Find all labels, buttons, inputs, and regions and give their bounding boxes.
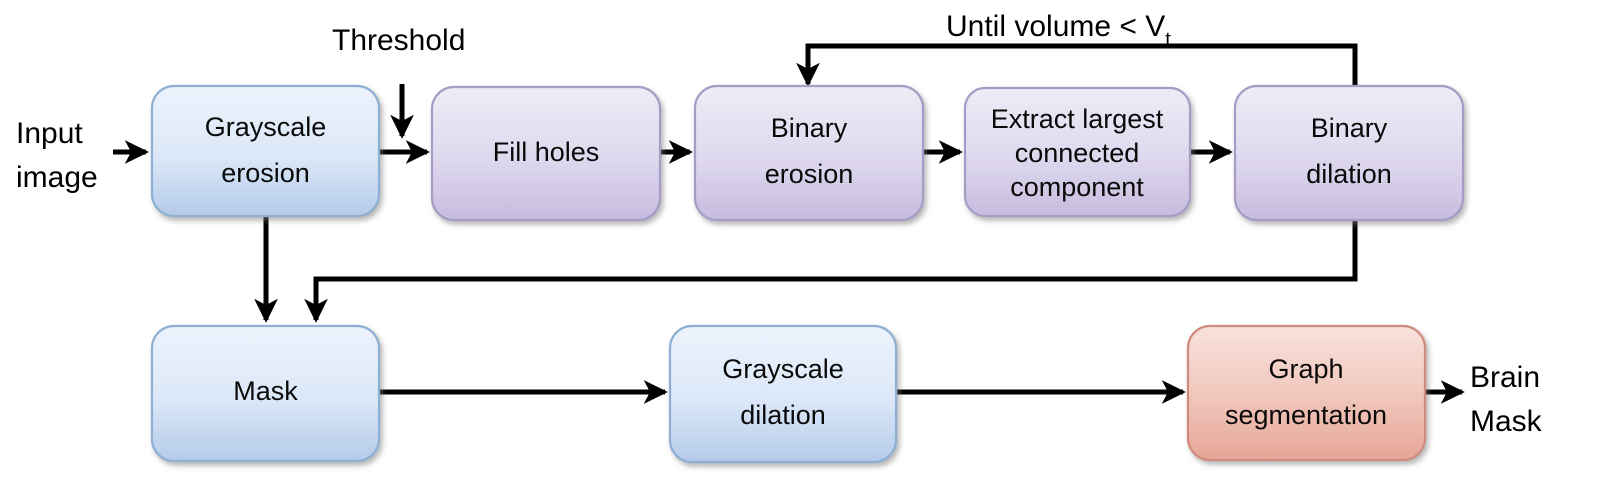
node-mask-line-0: Mask (233, 376, 298, 406)
node-fill-holes-shape (430, 85, 662, 222)
node-grayscale-erosion-line-0: Grayscale (205, 112, 327, 142)
node-graph-segmentation[interactable]: Graph segmentation (1186, 324, 1427, 462)
label-until-volume-subscript: t (1165, 29, 1171, 51)
edge-binary-dilation-to-mask (304, 220, 1358, 323)
label-threshold: Threshold (332, 24, 465, 57)
node-binary-dilation[interactable]: Binary dilation (1233, 84, 1465, 222)
node-grayscale-dilation[interactable]: Grayscale dilation (668, 324, 898, 464)
node-binary-dilation-line-0: Binary (1311, 113, 1388, 143)
node-grayscale-dilation-shape (668, 324, 898, 464)
label-brain-mask: Brain Mask (1470, 361, 1543, 438)
node-graph-segmentation-shape (1186, 324, 1427, 462)
node-graph-segmentation-line-0: Graph (1268, 354, 1343, 384)
label-threshold-line-0: Threshold (332, 24, 465, 57)
node-grayscale-erosion[interactable]: Grayscale erosion (150, 84, 381, 218)
node-fill-holes[interactable]: Fill holes (430, 85, 662, 222)
node-grayscale-erosion-line-1: erosion (221, 158, 310, 188)
label-brain-mask-line-0: Brain (1470, 361, 1540, 394)
node-binary-dilation-line-1: dilation (1306, 159, 1392, 189)
node-grayscale-erosion-shape (150, 84, 381, 218)
label-input-image-line-0: Input (16, 117, 83, 150)
label-until-volume-main: Until volume < V (946, 10, 1165, 43)
label-input-image: Input image (16, 117, 98, 194)
node-graph-segmentation-line-1: segmentation (1225, 400, 1387, 430)
label-until-volume-text: Until volume < Vt (946, 10, 1171, 51)
node-binary-dilation-shape (1233, 84, 1465, 222)
node-extract-largest-line-0: Extract largest (991, 104, 1164, 134)
node-mask[interactable]: Mask (150, 324, 381, 463)
node-extract-largest-line-2: component (1010, 172, 1144, 202)
node-extract-largest-line-1: connected (1015, 138, 1140, 168)
node-grayscale-dilation-line-1: dilation (740, 400, 826, 430)
node-binary-erosion-line-0: Binary (771, 113, 848, 143)
label-until-volume-condition: Until volume < Vt (946, 10, 1171, 51)
node-binary-erosion-line-1: erosion (765, 159, 854, 189)
node-mask-shape (150, 324, 381, 463)
node-binary-erosion[interactable]: Binary erosion (693, 84, 925, 222)
label-brain-mask-line-1: Mask (1470, 405, 1543, 438)
node-extract-largest-connected-component-shape (963, 86, 1192, 218)
edge-binary-dilation-loopback-to-binary-erosion (796, 43, 1358, 87)
label-input-image-line-1: image (16, 161, 98, 194)
node-grayscale-dilation-line-0: Grayscale (722, 354, 844, 384)
node-binary-erosion-shape (693, 84, 925, 222)
node-fill-holes-line-0: Fill holes (493, 137, 600, 167)
node-extract-largest-connected-component[interactable]: Extract largest connected component (963, 86, 1192, 218)
